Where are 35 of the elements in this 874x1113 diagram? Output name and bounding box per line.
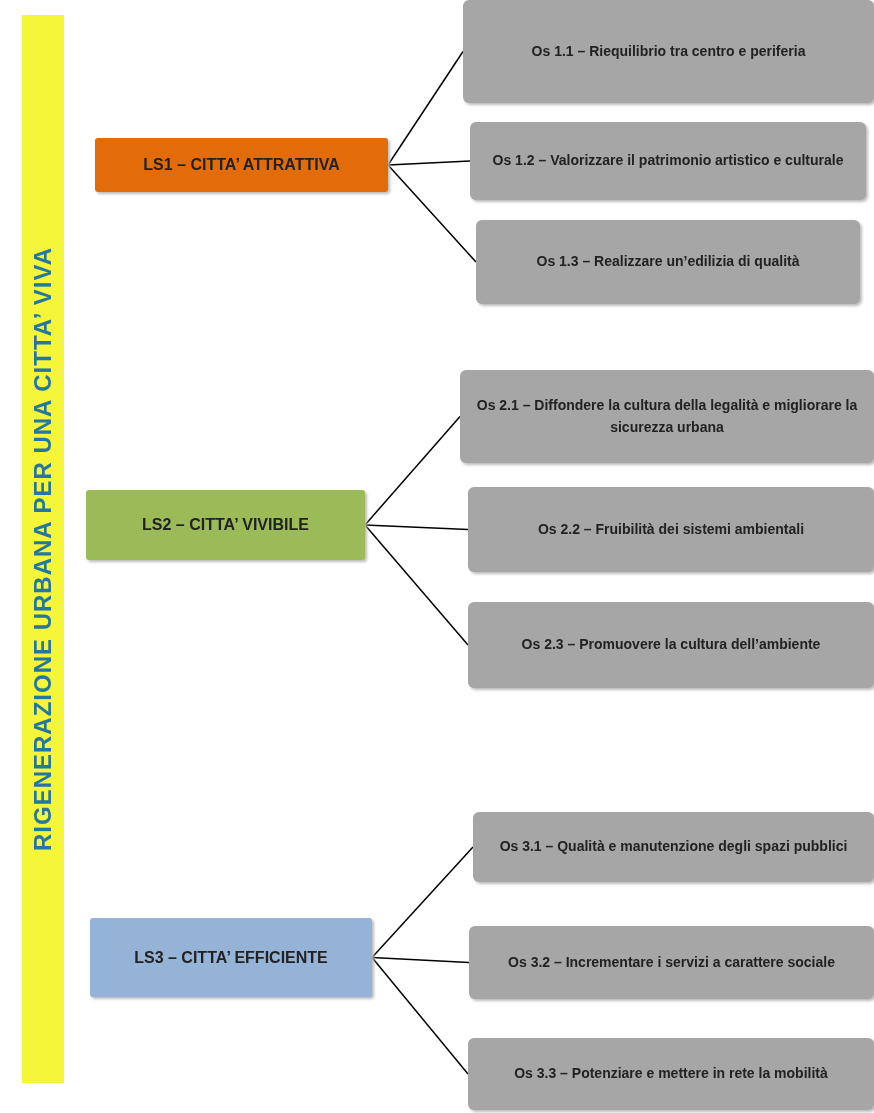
- strategy-box: [90, 918, 372, 997]
- objective-box: [469, 926, 874, 999]
- objective-box: [468, 1038, 874, 1110]
- box-text: Os 2.3 – Promuovere la cultura dell’ambiente: [521, 635, 821, 655]
- strategy-box: [95, 138, 388, 192]
- title-band: [22, 15, 64, 1083]
- box-text: LS1 – CITTA’ ATTRATTIVA: [143, 156, 340, 174]
- box-text: LS3 – CITTA’ EFFICIENTE: [134, 948, 328, 967]
- box-text: Os 2.2 – Fruibilità dei sistemi ambientali: [537, 519, 805, 539]
- objective-box: [468, 487, 874, 572]
- connector-line: [371, 846, 474, 959]
- box-text: Os 1.2 – Valorizzare il patrimonio artistico e culturale: [492, 151, 844, 171]
- connector-line: [371, 956, 469, 1075]
- connector-line: [364, 524, 469, 531]
- vertical-title: RIGENERAZIONE URBANA PER UNA CITTA’ VIVA: [29, 247, 57, 851]
- objective-box: [470, 122, 866, 200]
- box-text: Os 3.2 – Incrementare i servizi a carattere sociale: [508, 952, 835, 972]
- objective-box: [468, 602, 874, 688]
- box-text: Os 1.1 – Riequilibrio tra centro e periferia: [531, 41, 806, 61]
- objective-box: [463, 0, 874, 103]
- connector-line: [387, 164, 477, 263]
- objective-box: [460, 370, 874, 463]
- connector-line: [387, 50, 464, 166]
- objective-box: [476, 220, 860, 304]
- box-text: Os 1.3 – Realizzare un’edilizia di qualità: [536, 252, 800, 272]
- objective-box: [473, 812, 874, 882]
- connector-line: [364, 415, 461, 526]
- box-text: LS2 – CITTA’ VIVIBILE: [142, 516, 309, 534]
- box-text: Os 3.3 – Potenziare e mettere in rete la mobilità: [514, 1064, 828, 1084]
- box-text: Os 3.1 – Qualità e manutenzione degli spazi pubblici: [499, 837, 848, 857]
- strategy-box: [86, 490, 365, 560]
- connector-line: [364, 524, 469, 646]
- connector-line: [371, 956, 470, 964]
- connector-line: [387, 160, 471, 166]
- box-text: Os 2.1 – Diffondere la cultura della legalità e migliorare la sicurezza urbana: [475, 395, 859, 437]
